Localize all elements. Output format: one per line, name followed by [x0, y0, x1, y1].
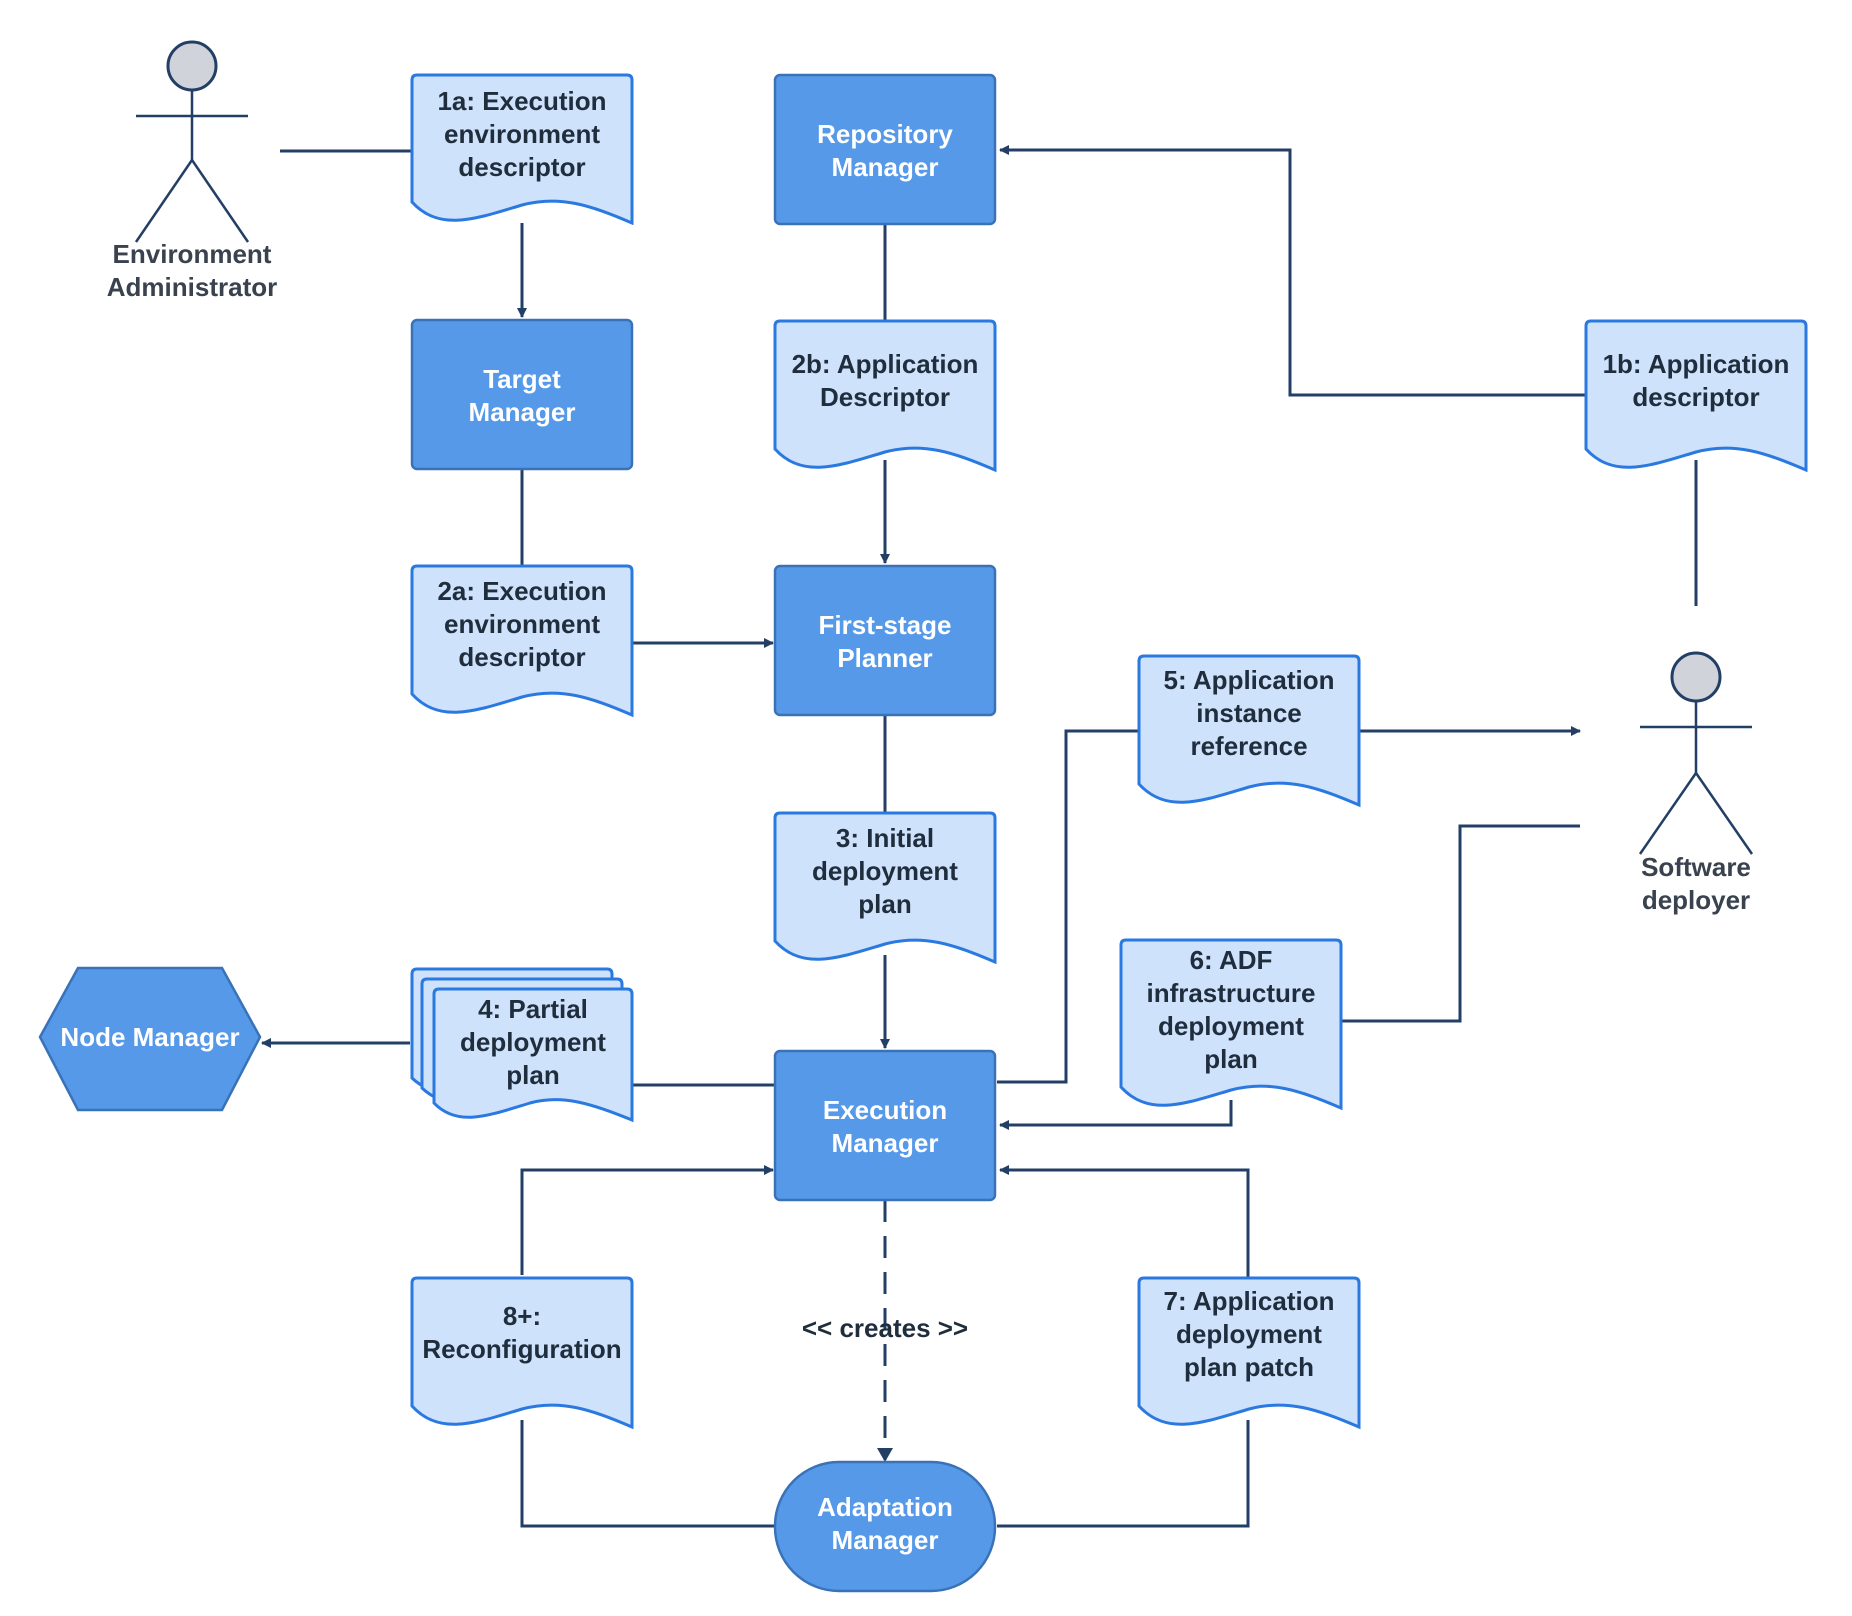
label-line: plan [1204, 1044, 1257, 1074]
label-line: environment [444, 609, 600, 639]
label-line: Descriptor [820, 382, 950, 412]
label-line: Execution [823, 1095, 947, 1125]
label-line: Administrator [107, 272, 277, 302]
node-manager[interactable]: Node Manager [38, 966, 262, 1112]
label-line: Repository [817, 119, 953, 149]
label-line: 8+: [503, 1301, 541, 1331]
label-line: 2a: Execution [437, 576, 606, 606]
connectors [261, 145, 1698, 1528]
label-line: plan [506, 1060, 559, 1090]
label-line: deployment [1158, 1011, 1304, 1041]
edge-execution-to-doc-5 [997, 729, 1139, 1084]
label-line: 1b: Application [1603, 349, 1790, 379]
label-line: plan patch [1184, 1352, 1314, 1382]
label-line: 5: Application [1164, 665, 1335, 695]
label-line: Node Manager [60, 1022, 239, 1052]
edge-doc-1b-to-repository [999, 145, 1586, 397]
node-manager-label: Node Manager [60, 1022, 239, 1052]
label-line: Target [483, 364, 561, 394]
label-line: Adaptation [817, 1492, 953, 1522]
label-line: infrastructure [1146, 978, 1315, 1008]
label-line: << creates >> [802, 1313, 968, 1343]
label-line: 2b: Application [792, 349, 979, 379]
edge-doc-8-to-execution [520, 1165, 774, 1275]
label-line: Manager [832, 152, 939, 182]
label-line: instance [1196, 698, 1302, 728]
label-line: 4: Partial [478, 994, 588, 1024]
label-line: plan [858, 889, 911, 919]
label-line: First-stage [819, 610, 952, 640]
edge-adaptation-to-doc-7 [997, 1420, 1250, 1528]
doc-8-reconfiguration: 8+:Reconfiguration [410, 1276, 634, 1430]
label-line: environment [444, 119, 600, 149]
actor-head [1670, 651, 1722, 703]
label-line: Reconfiguration [422, 1334, 621, 1364]
label-line: 1a: Execution [437, 86, 606, 116]
label-line: 3: Initial [836, 823, 934, 853]
label-line: Environment [113, 239, 272, 269]
label-line: 7: Application [1164, 1286, 1335, 1316]
actor-head [166, 40, 218, 92]
label-line: descriptor [1632, 382, 1759, 412]
label-line: deployer [1642, 885, 1750, 915]
label-line: Manager [832, 1525, 939, 1555]
edge-deployer-to-doc-6 [1341, 824, 1580, 1023]
label-line: reference [1190, 731, 1307, 761]
creates-arrowhead [877, 1448, 893, 1462]
label-line: descriptor [458, 152, 585, 182]
label-line: Manager [832, 1128, 939, 1158]
label-line: deployment [460, 1027, 606, 1057]
label-line: Planner [837, 643, 932, 673]
edge-doc-6-to-execution [999, 1100, 1233, 1130]
label-line: deployment [812, 856, 958, 886]
label-line: 6: ADF [1190, 945, 1273, 975]
svg-text:8+:Reconfiguration: 8+:Reconfiguration [422, 1301, 621, 1364]
label-line: descriptor [458, 642, 585, 672]
label-line: Software [1641, 852, 1751, 882]
creates-label: << creates >> [802, 1313, 968, 1343]
label-line: Manager [469, 397, 576, 427]
edge-adaptation-to-doc-8 [520, 1420, 775, 1528]
label-line: deployment [1176, 1319, 1322, 1349]
edge-doc-7-to-execution [999, 1165, 1250, 1278]
